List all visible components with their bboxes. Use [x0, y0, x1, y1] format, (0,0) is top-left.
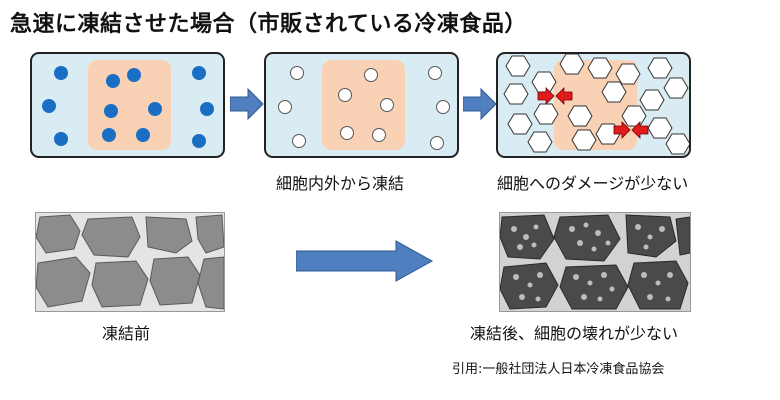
ice-crystal: [372, 128, 386, 142]
freezing-result-arrow: [296, 240, 434, 282]
ice-crystal: [364, 68, 378, 82]
water-droplet: [136, 128, 150, 142]
ice-crystal: [290, 66, 304, 80]
water-droplet: [104, 104, 118, 118]
frozen-tissue-image: [500, 213, 690, 311]
ice-crystal: [380, 98, 394, 112]
pressure-arrows: [537, 87, 649, 139]
panel-before-freezing: [30, 52, 225, 158]
ice-crystal: [430, 136, 444, 150]
water-droplet: [148, 102, 162, 116]
water-droplet: [42, 99, 56, 113]
ice-crystal: [340, 126, 354, 140]
panel-little-cell-damage: [496, 52, 691, 158]
caption-step3: 細胞へのダメージが少ない: [497, 174, 689, 193]
micrograph-after-freezing: [499, 212, 691, 312]
process-arrow-1: [230, 88, 264, 120]
ice-crystal: [292, 134, 306, 148]
ice-crystal: [278, 100, 292, 114]
panel-freezing-inside-outside: [264, 52, 459, 158]
diagram-title: 急速に凍結させた場合（市販されている冷凍食品）: [10, 12, 527, 37]
caption-before: 凍結前: [102, 324, 151, 343]
water-droplet: [54, 132, 68, 146]
source-citation: 引用:一般社団法人日本冷凍食品協会: [452, 362, 665, 377]
ice-crystal: [338, 88, 352, 102]
ice-crystal: [428, 66, 442, 80]
process-arrow-2: [463, 88, 497, 120]
water-droplet: [192, 66, 206, 80]
muscle-tissue-image: [36, 213, 224, 311]
ice-crystal: [436, 100, 450, 114]
caption-step2: 細胞内外から凍結: [276, 174, 405, 193]
ice-crystal-hexagons: [503, 54, 689, 155]
micrograph-before-freezing: [35, 212, 225, 312]
water-droplet: [192, 134, 206, 148]
water-droplet: [102, 128, 116, 142]
water-droplet: [127, 68, 141, 82]
caption-after: 凍結後、細胞の壊れが少ない: [470, 324, 679, 343]
water-droplet: [54, 66, 68, 80]
water-droplet: [106, 74, 120, 88]
water-droplet: [200, 102, 214, 116]
